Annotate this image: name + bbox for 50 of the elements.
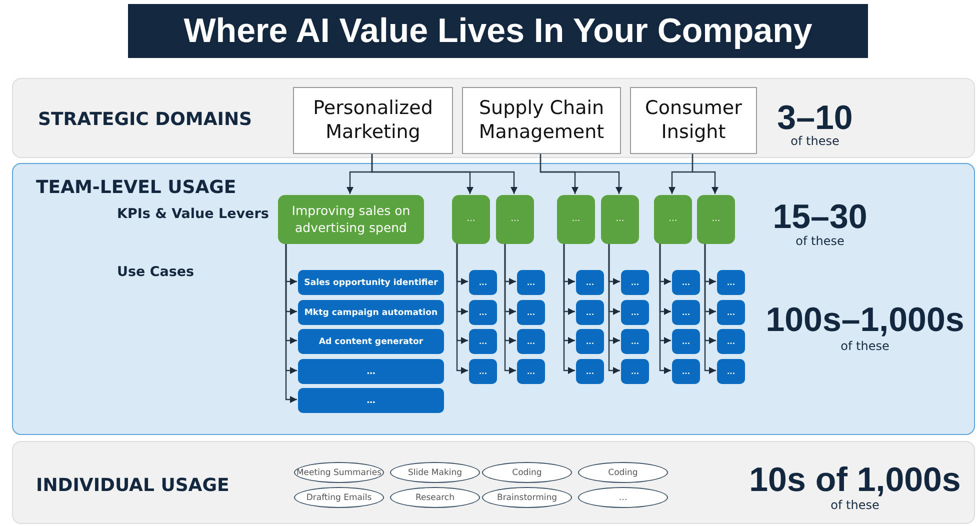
count-figure: 3–10 — [776, 100, 854, 137]
use-case-box: Sales opportunity identifier — [298, 270, 444, 295]
usage-oval: Slide Making — [390, 462, 480, 483]
usage-oval: Meeting Summaries — [294, 462, 384, 483]
row-label: KPIs & Value Levers — [117, 207, 270, 222]
usage-oval: Brainstorming — [482, 487, 572, 508]
usage-oval: Research — [390, 487, 480, 508]
kpi-box: ... — [557, 195, 595, 244]
connector-arrow — [371, 153, 518, 194]
connector-arrow — [540, 153, 623, 194]
count-figure: 100s–1,000s — [764, 302, 966, 340]
connector-arrow — [563, 243, 575, 374]
count-caption: of these — [830, 499, 880, 512]
domain-box: Supply Chain Management — [462, 87, 621, 154]
band-panel — [12, 441, 975, 524]
usage-oval: … — [578, 487, 668, 508]
connector-arrow — [692, 153, 719, 194]
kpi-box: ... — [496, 195, 534, 244]
count-caption: of these — [840, 340, 890, 354]
row-label: Use Cases — [117, 265, 196, 280]
title-banner: Where AI Value Lives In Your Company — [128, 4, 868, 58]
count-caption: of these — [794, 235, 846, 248]
use-case-box: … — [298, 388, 444, 413]
use-case-box: Ad content generator — [298, 329, 444, 354]
kpi-box: ... — [697, 195, 735, 244]
use-case-box: … — [298, 359, 444, 384]
count-figure: 10s of 1,000s — [748, 462, 962, 500]
kpi-box: Improving sales on advertising spend — [278, 195, 424, 244]
kpi-box: ... — [601, 195, 639, 244]
domain-box: Consumer Insight — [630, 87, 757, 154]
band-panel — [12, 163, 975, 435]
connector-arrow — [285, 243, 297, 404]
usage-oval: Drafting Emails — [294, 487, 384, 508]
band-heading: TEAM-LEVEL USAGE — [36, 177, 236, 198]
kpi-box: ... — [654, 195, 692, 244]
usage-oval: Coding — [482, 462, 572, 483]
band-heading: INDIVIDUAL USAGE — [36, 475, 230, 496]
band-panel — [12, 78, 975, 158]
connector-arrow — [504, 243, 516, 374]
domain-box: Personalized Marketing — [293, 87, 453, 154]
connector-arrow — [704, 243, 716, 374]
count-figure: 15–30 — [772, 199, 868, 236]
band-heading: STRATEGIC DOMAINS — [38, 109, 252, 130]
kpi-box: ... — [452, 195, 490, 244]
connector-arrow — [608, 243, 620, 374]
count-caption: of these — [790, 135, 840, 148]
connector-arrow — [456, 243, 468, 374]
use-case-box: Mktg campaign automation — [298, 300, 444, 325]
usage-oval: Coding — [578, 462, 668, 483]
connector-arrow — [659, 243, 671, 374]
